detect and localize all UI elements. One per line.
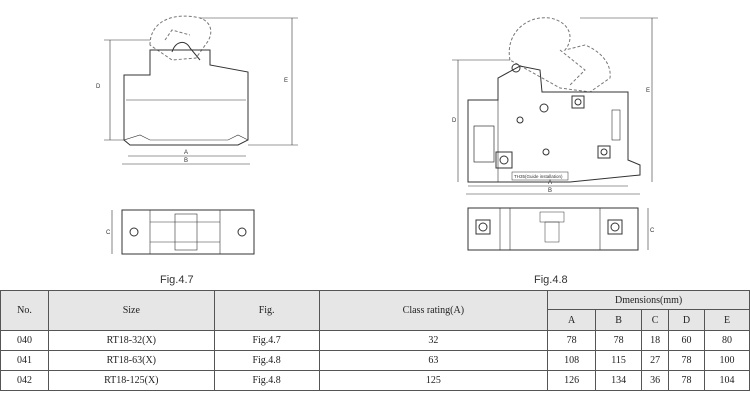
cell-size: RT18-63(X) [47,350,215,371]
fig47-top-view [111,209,255,255]
header-dim-b: B [595,309,643,331]
header-class-rating: Class rating(A) [318,290,549,331]
cell-rating: 63 [318,350,549,371]
header-dim-d: D [668,309,705,331]
header-dim-a: A [547,309,597,331]
header-dimensions: Dmensions(mm) [547,290,750,310]
table-row: 041 RT18-63(X) Fig.4.8 63 108 115 27 78 … [0,350,750,371]
cell-fig: Fig.4.8 [213,370,320,391]
header-no: No. [0,290,49,331]
fig48-dim-b: B [548,188,552,194]
fig47-dim-b: B [184,158,188,164]
cell-dim-c: 36 [641,370,670,391]
cell-dim-a: 126 [547,370,597,391]
cell-fig: Fig.4.8 [213,350,320,371]
cell-dim-a: 78 [547,330,597,351]
table-row: 042 RT18-125(X) Fig.4.8 125 126 134 36 7… [0,370,750,391]
spec-table: No. Size Fig. Class rating(A) Dmensions(… [0,290,750,391]
header-size: Size [47,290,215,331]
cell-dim-c: 27 [641,350,670,371]
cell-fig: Fig.4.7 [213,330,320,351]
cell-dim-d: 60 [668,330,705,351]
fig47-dim-d: D [96,84,101,90]
fig48-rail-note: TH35(Guide installation) [514,174,563,179]
cell-size: RT18-32(X) [47,330,215,351]
cell-dim-a: 108 [547,350,597,371]
cell-no: 042 [0,370,49,391]
cell-no: 041 [0,350,49,371]
cell-no: 040 [0,330,49,351]
header-dim-e: E [704,309,750,331]
cell-dim-b: 78 [595,330,643,351]
fig47-side-view [104,15,298,165]
fig48-side-view [452,17,658,195]
header-dim-c: C [641,309,670,331]
cell-dim-e: 100 [704,350,750,371]
fig48-dim-c: C [650,228,655,234]
fig48-dim-d: D [452,118,457,124]
cell-size: RT18-125(X) [47,370,215,391]
technical-drawings: D E A B C [96,15,658,255]
fig47-dim-a: A [184,150,188,156]
cell-dim-d: 78 [668,370,705,391]
cell-rating: 125 [318,370,549,391]
fig48-top-view [467,207,649,251]
cell-rating: 32 [318,330,549,351]
table-row: 040 RT18-32(X) Fig.4.7 32 78 78 18 60 80 [0,330,750,351]
fig48-dim-e: E [646,88,650,94]
cell-dim-b: 134 [595,370,643,391]
fig47-caption: Fig.4.7 [160,274,194,286]
cell-dim-c: 18 [641,330,670,351]
cell-dim-d: 78 [668,350,705,371]
fig47-dim-e: E [284,78,288,84]
header-fig: Fig. [213,290,320,331]
fig47-dim-c: C [106,230,111,236]
fig48-caption: Fig.4.8 [534,274,568,286]
cell-dim-e: 104 [704,370,750,391]
cell-dim-b: 115 [595,350,643,371]
fig48-dim-a: A [548,180,552,186]
cell-dim-e: 80 [704,330,750,351]
